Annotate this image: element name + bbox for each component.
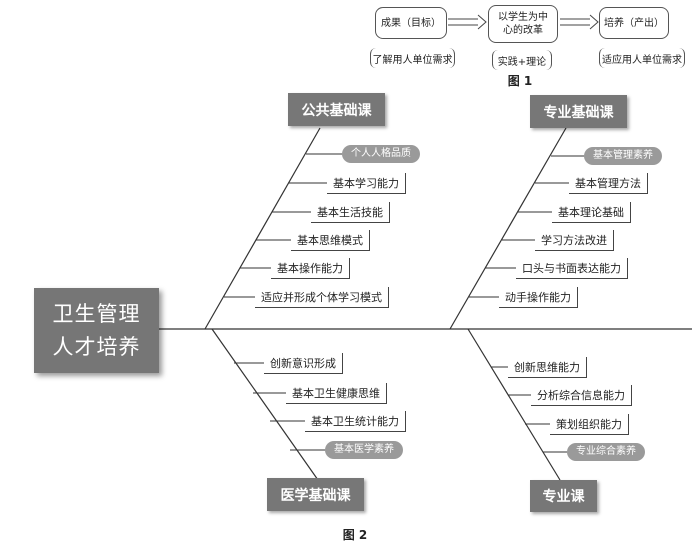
public-item: 基本生活技能 — [311, 202, 390, 223]
major-item: 分析综合信息能力 — [531, 385, 632, 406]
major-basic-item: 学习方法改进 — [535, 230, 614, 251]
figure2-caption: 图 2 — [342, 528, 368, 542]
category-public-basic: 公共基础课 — [288, 93, 385, 126]
fishbone-head: 卫生管理 人才培养 — [34, 288, 159, 373]
head-line1: 卫生管理 — [52, 301, 141, 326]
major-item: 策划组织能力 — [550, 414, 629, 435]
note-understand-demand-text: 了解用人单位需求 — [372, 54, 453, 66]
major-basic-item: 动手操作能力 — [499, 287, 578, 308]
outcome-box: 成果（目标） — [375, 7, 447, 39]
public-item: 基本学习能力 — [327, 173, 406, 194]
medical-item: 基本卫生健康思维 — [286, 383, 387, 404]
major-basic-item: 基本理论基础 — [552, 202, 631, 223]
note-adapt-demand: 适应用人单位需求 — [599, 48, 685, 68]
outcome-label: 成果（目标） — [381, 17, 441, 29]
medical-item: 基本卫生统计能力 — [305, 411, 406, 432]
major-item: 专业综合素养 — [567, 443, 645, 461]
student-centered-box: 以学生为中 心的改革 — [488, 5, 558, 43]
major-basic-item: 口头与书面表达能力 — [516, 258, 628, 279]
public-item: 基本操作能力 — [271, 258, 350, 279]
public-item: 个人人格品质 — [342, 145, 420, 163]
category-major-course: 专业课 — [530, 480, 597, 512]
head-line2: 人才培养 — [52, 334, 141, 359]
note-understand-demand: 了解用人单位需求 — [370, 48, 455, 68]
major-basic-item: 基本管理素养 — [584, 147, 662, 165]
figure1-caption: 图 1 — [507, 74, 533, 88]
note-adapt-demand-text: 适应用人单位需求 — [602, 54, 682, 66]
public-item: 基本思维模式 — [291, 230, 370, 251]
note-practice-theory: 实践+理论 — [492, 50, 552, 70]
major-basic-item: 基本管理方法 — [569, 173, 648, 194]
student-centered-line1: 以学生为中 — [498, 12, 548, 23]
medical-item: 创新意识形成 — [264, 353, 343, 374]
public-item: 适应并形成个体学习模式 — [255, 287, 389, 308]
category-medical-basic: 医学基础课 — [267, 478, 364, 511]
major-item: 创新思维能力 — [508, 357, 587, 378]
student-centered-line2: 心的改革 — [503, 25, 543, 36]
medical-item: 基本医学素养 — [325, 441, 403, 459]
category-major-basic: 专业基础课 — [530, 95, 627, 128]
cultivation-label: 培养（产出） — [604, 17, 664, 29]
cultivation-box: 培养（产出） — [599, 7, 669, 39]
note-practice-theory-text: 实践+理论 — [497, 56, 547, 68]
